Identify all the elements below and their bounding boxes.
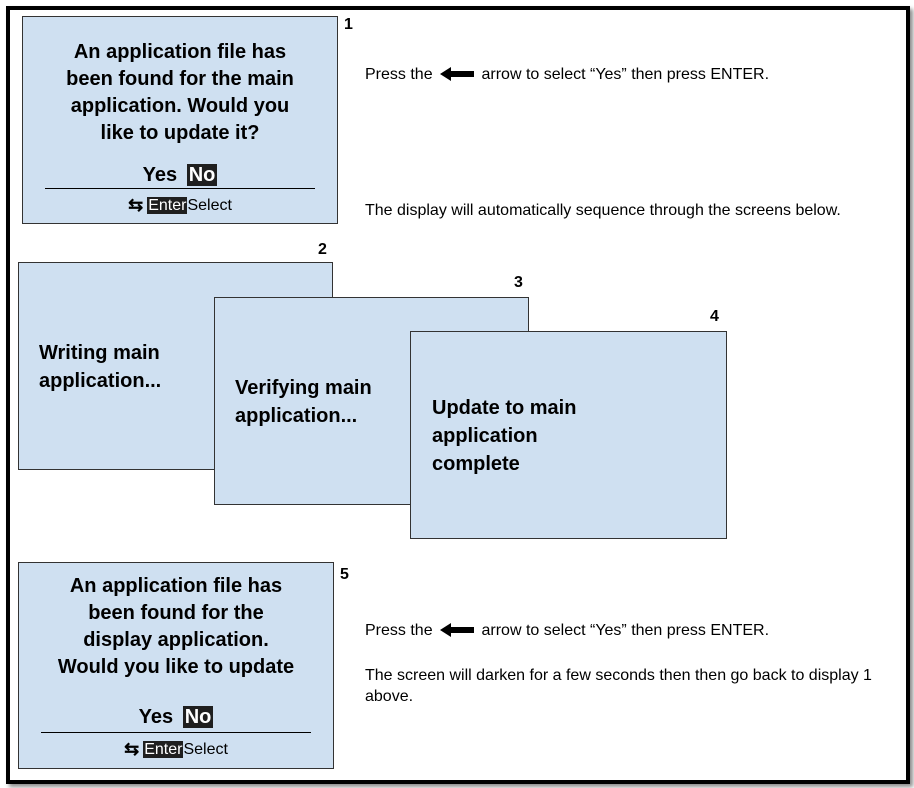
sequence-note: The display will automatically sequence …	[365, 202, 841, 219]
screen-5-line-1: An application file has	[69, 575, 283, 597]
select-label: Select	[187, 197, 232, 214]
screen-1-line-2: been found for the main	[66, 68, 294, 90]
screen-5-line-3: display application.	[83, 629, 269, 651]
screen-number-5: 5	[340, 566, 349, 583]
screen-3-line-2: application...	[235, 405, 358, 427]
screen-1-line-1: An application file has	[73, 41, 287, 63]
display-screen-4: Update to main application complete	[410, 331, 727, 539]
no-option[interactable]: No	[182, 706, 214, 728]
screen-number-3: 3	[514, 274, 523, 291]
screen-number-1: 1	[344, 16, 353, 33]
screen-5-yes-no: Yes No	[19, 706, 333, 729]
screen-5-hint: ⇆EnterSelect	[19, 739, 333, 760]
yes-option[interactable]: Yes	[138, 706, 174, 728]
yes-option[interactable]: Yes	[142, 164, 178, 186]
swap-arrows-icon: ⇆	[124, 739, 140, 759]
select-label: Select	[183, 741, 228, 758]
screen-2-message: Writing main application...	[39, 339, 161, 395]
instruction-1: Press the arrow to select “Yes” then pre…	[365, 64, 769, 85]
screen-5-divider	[41, 732, 311, 733]
instruction-5-after: arrow to select “Yes” then press ENTER.	[481, 622, 770, 639]
screen-3-message: Verifying main application...	[235, 374, 372, 430]
screen-4-line-3: complete	[432, 453, 520, 475]
screen-2-line-1: Writing main	[39, 342, 160, 364]
screen-4-message: Update to main application complete	[432, 394, 576, 478]
screen-1-yes-no: Yes No	[23, 164, 337, 187]
display-screen-1: An application file has been found for t…	[22, 16, 338, 224]
screen-5-line-2: been found for the	[88, 602, 264, 624]
screen-1-line-3: application. Would you	[70, 95, 290, 117]
darken-note: The screen will darken for a few seconds…	[365, 667, 872, 705]
screen-1-message: An application file has been found for t…	[23, 39, 337, 147]
no-option[interactable]: No	[186, 164, 218, 186]
left-arrow-icon	[440, 67, 475, 81]
instruction-1-after: arrow to select “Yes” then press ENTER.	[481, 66, 770, 83]
left-arrow-icon	[440, 623, 475, 637]
screen-3-line-1: Verifying main	[235, 377, 372, 399]
screen-5-line-4: Would you like to update	[57, 656, 295, 678]
screen-1-line-4: like to update it?	[100, 122, 260, 144]
screen-4-line-2: application	[432, 425, 538, 447]
swap-arrows-icon: ⇆	[128, 195, 144, 215]
screen-1-hint: ⇆EnterSelect	[23, 195, 337, 216]
screen-number-4: 4	[710, 308, 719, 325]
screen-5-message: An application file has been found for t…	[19, 573, 333, 681]
enter-key-label: Enter	[147, 197, 188, 214]
instruction-5-before: Press the	[365, 622, 433, 639]
instruction-1-before: Press the	[365, 66, 433, 83]
screen-4-line-1: Update to main	[432, 397, 577, 419]
document-frame: An application file has been found for t…	[6, 6, 910, 784]
screen-1-divider	[45, 188, 315, 189]
display-screen-5: An application file has been found for t…	[18, 562, 334, 769]
screen-2-line-2: application...	[39, 370, 162, 392]
instruction-5: Press the arrow to select “Yes” then pre…	[365, 620, 769, 641]
enter-key-label: Enter	[143, 741, 184, 758]
screen-number-2: 2	[318, 241, 327, 258]
